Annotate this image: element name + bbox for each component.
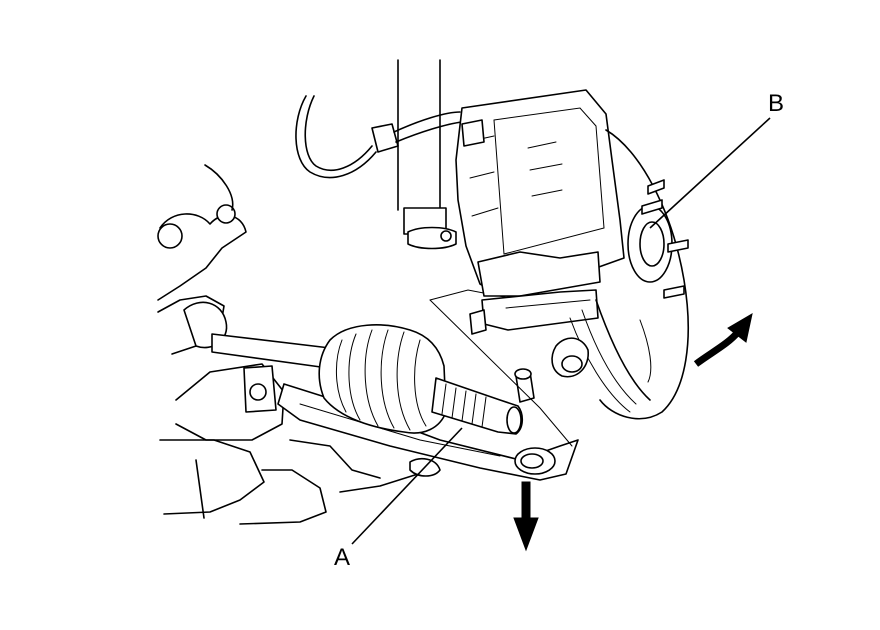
leader-line-b [649, 117, 771, 229]
brake-caliper [455, 89, 625, 335]
subframe [157, 164, 419, 525]
brake-disc [551, 129, 689, 420]
leader-line-a [351, 427, 463, 545]
strut [397, 59, 457, 250]
down-arrow [513, 481, 539, 552]
cv-boot [318, 324, 447, 434]
rotation-arrow [693, 312, 753, 367]
callout-label-b: B [768, 90, 785, 117]
brake-hose [295, 95, 463, 179]
ball-joint [429, 289, 573, 447]
inner-shaft [183, 301, 331, 413]
callout-label-a: A [334, 544, 351, 571]
splined-shaft [431, 377, 524, 435]
